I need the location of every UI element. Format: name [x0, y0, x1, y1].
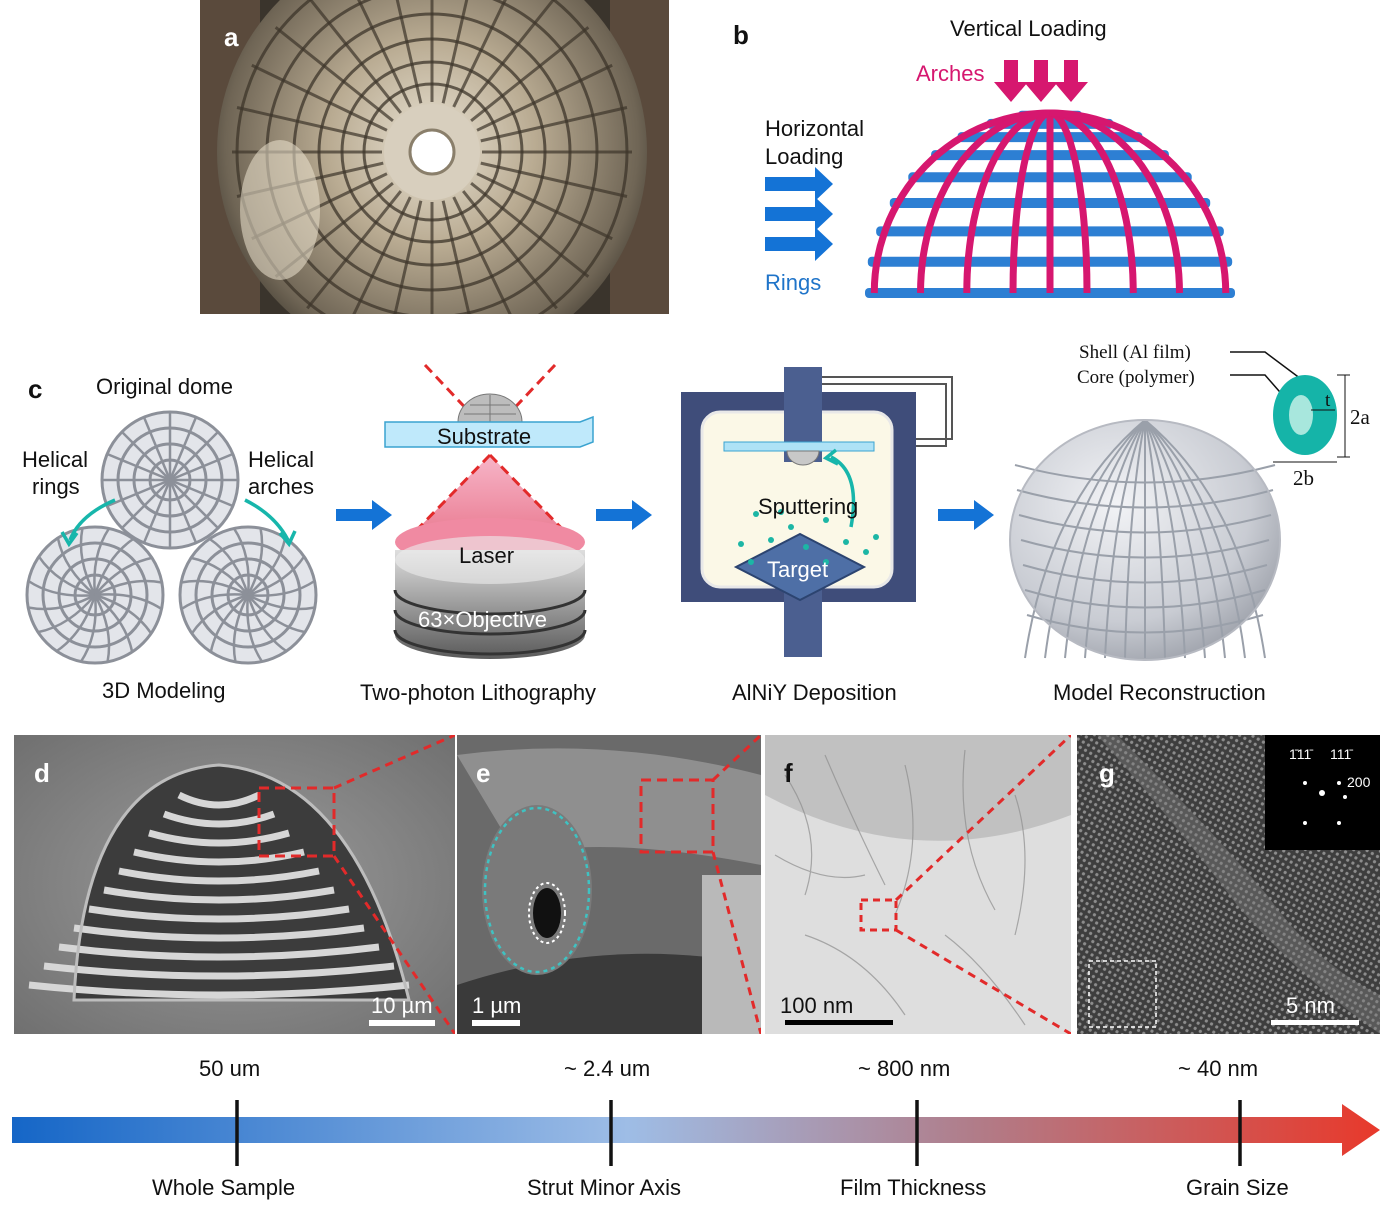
deposition-caption: AlNiY Deposition	[732, 680, 897, 705]
objective-text: 63×Objective	[418, 607, 548, 632]
length-scale-arrow	[12, 1100, 1380, 1166]
2b-label: 2b	[1293, 466, 1314, 490]
panel-d-label: d	[34, 758, 50, 788]
panel-g-hrtem	[1077, 735, 1380, 1034]
reconstruction-caption: Model Reconstruction	[1053, 680, 1266, 705]
diffraction-label-3: 200	[1347, 774, 1371, 790]
lithography-caption: Two-photon Lithography	[360, 680, 597, 705]
panel-e-scale: 1 µm	[472, 993, 522, 1018]
sem-dome-image	[14, 735, 455, 1034]
sputtering-text: Sputtering	[758, 494, 859, 519]
tick-top-whole-sample: 50 um	[199, 1056, 261, 1081]
tick-top-film: ~ 800 nm	[858, 1056, 951, 1081]
sputter-particles	[738, 509, 879, 565]
tick-bottom-strut: Strut Minor Axis	[527, 1175, 682, 1200]
panel-c-label: c	[28, 374, 43, 404]
panel-a-label: a	[224, 22, 239, 52]
horizontal-load-arrows	[765, 167, 833, 261]
diffraction-spots	[1303, 781, 1347, 825]
diffraction-label-2: 111̄	[1330, 746, 1352, 762]
process-arrow-2	[596, 500, 652, 530]
helical-arches-text-2: arches	[248, 474, 315, 499]
process-arrow-3	[938, 500, 994, 530]
panel-g-label: g	[1099, 758, 1115, 788]
laser-text: Laser	[459, 543, 515, 568]
shell-label: Shell (Al film)	[1079, 342, 1191, 363]
core-label: Core (polymer)	[1077, 367, 1195, 388]
horizontal-loading-text-2: Loading	[765, 144, 844, 169]
t-label: t	[1325, 390, 1331, 411]
helical-rings-text-2: rings	[32, 474, 80, 499]
panel-f-tem	[765, 735, 1071, 1034]
strut-cross-section	[1230, 351, 1350, 463]
tick-bottom-whole-sample: Whole Sample	[152, 1175, 296, 1200]
sputtering-chamber-diagram	[681, 367, 953, 657]
tick-bottom-film: Film Thickness	[840, 1175, 987, 1200]
objective-lens	[393, 536, 587, 659]
2a-label: 2a	[1350, 405, 1370, 429]
panel-e-label: e	[476, 758, 491, 788]
panel-d-sem	[14, 735, 455, 1034]
vertical-loading-text: Vertical Loading	[950, 16, 1107, 41]
original-dome-text: Original dome	[96, 374, 233, 399]
helical-rings-text-1: Helical	[22, 447, 89, 472]
panel-f-scale: 100 nm	[780, 993, 854, 1018]
tem-film-image	[765, 735, 1071, 1034]
process-arrow-1	[336, 500, 392, 530]
substrate-text: Substrate	[437, 424, 532, 449]
arches-text: Arches	[916, 61, 985, 86]
sem-strut-image	[457, 735, 761, 1034]
target-text: Target	[767, 557, 829, 582]
ring-arch-dome	[865, 109, 1235, 298]
lithography-diagram	[384, 363, 594, 659]
ring-arch-dome-diagram	[765, 60, 1235, 298]
hrtem-lattice-image	[1077, 735, 1380, 1034]
reconstructed-dome	[1009, 419, 1281, 661]
rings-text: Rings	[765, 270, 822, 295]
diffraction-label-1: 1̄11̄	[1289, 746, 1312, 762]
pantheon-dome-image	[200, 0, 669, 314]
helical-arches-text-1: Helical	[248, 447, 315, 472]
tick-top-strut: ~ 2.4 um	[564, 1056, 651, 1081]
tick-top-grain: ~ 40 nm	[1178, 1056, 1259, 1081]
panel-f-label: f	[784, 758, 793, 788]
panel-d-scale: 10 µm	[371, 993, 433, 1018]
horizontal-loading-text-1: Horizontal	[765, 116, 865, 141]
panel-g-scale: 5 nm	[1286, 993, 1335, 1018]
panel-b-label: b	[733, 20, 749, 50]
panel-a-photo	[200, 0, 669, 314]
3d-modeling-domes	[25, 410, 318, 665]
vertical-load-arrows	[994, 60, 1088, 102]
3d-modeling-caption: 3D Modeling	[102, 678, 226, 703]
panel-e-sem	[457, 735, 761, 1034]
tick-bottom-grain: Grain Size	[1186, 1175, 1289, 1200]
